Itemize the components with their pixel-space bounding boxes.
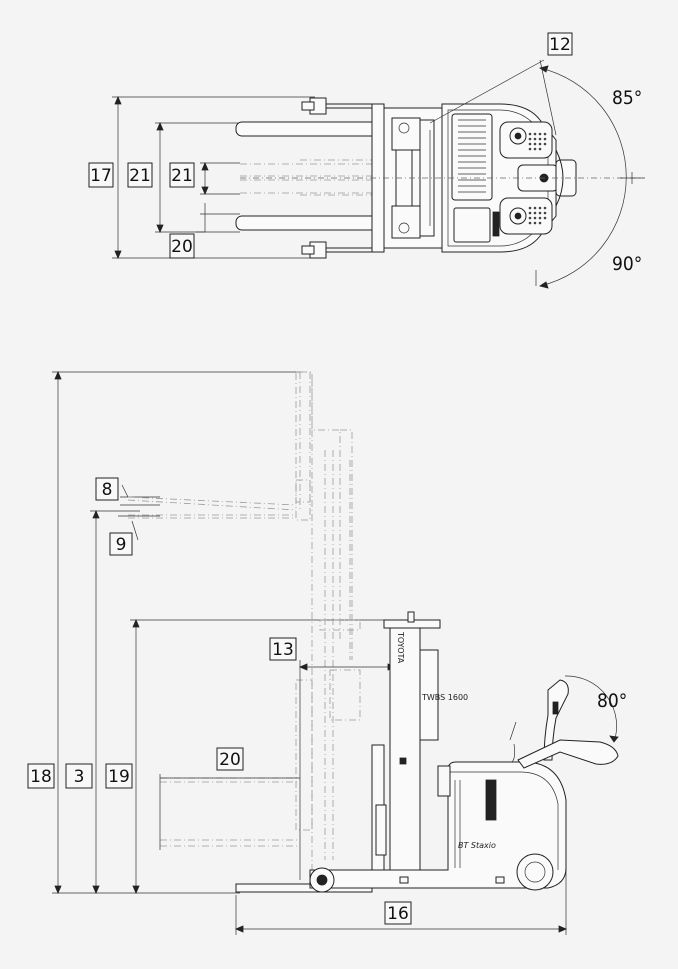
label-9: 9 <box>116 535 127 555</box>
branding: TOYOTA TWBS 1600 BT Staxio <box>396 631 496 850</box>
chassis-side <box>309 761 567 889</box>
label-13: 13 <box>272 640 294 660</box>
mast <box>389 619 421 886</box>
label-21a: 21 <box>129 166 151 186</box>
label-12: 12 <box>549 35 571 55</box>
label-17: 17 <box>90 166 112 186</box>
angle-80: 80° <box>597 690 627 712</box>
label-18: 18 <box>30 767 52 787</box>
fork-right <box>235 215 385 231</box>
label-20-top: 20 <box>171 237 193 257</box>
angle-90: 90° <box>612 253 642 275</box>
label-3: 3 <box>74 767 85 787</box>
label-21b: 21 <box>171 166 193 186</box>
side-view <box>52 370 619 935</box>
label-boxes: 12 17 21 21 20 8 9 13 20 18 3 19 16 85° … <box>27 32 642 925</box>
fork-left <box>235 121 385 137</box>
side-script-logo: BT Staxio <box>458 841 496 850</box>
mast-brand-text: TOYOTA <box>396 631 405 664</box>
top-view <box>112 59 645 289</box>
angle-85: 85° <box>612 87 642 109</box>
label-20-side: 20 <box>219 750 241 770</box>
model-badge: TWBS 1600 <box>421 693 468 702</box>
label-16: 16 <box>387 904 409 924</box>
label-19: 19 <box>108 767 130 787</box>
label-8: 8 <box>102 480 113 500</box>
